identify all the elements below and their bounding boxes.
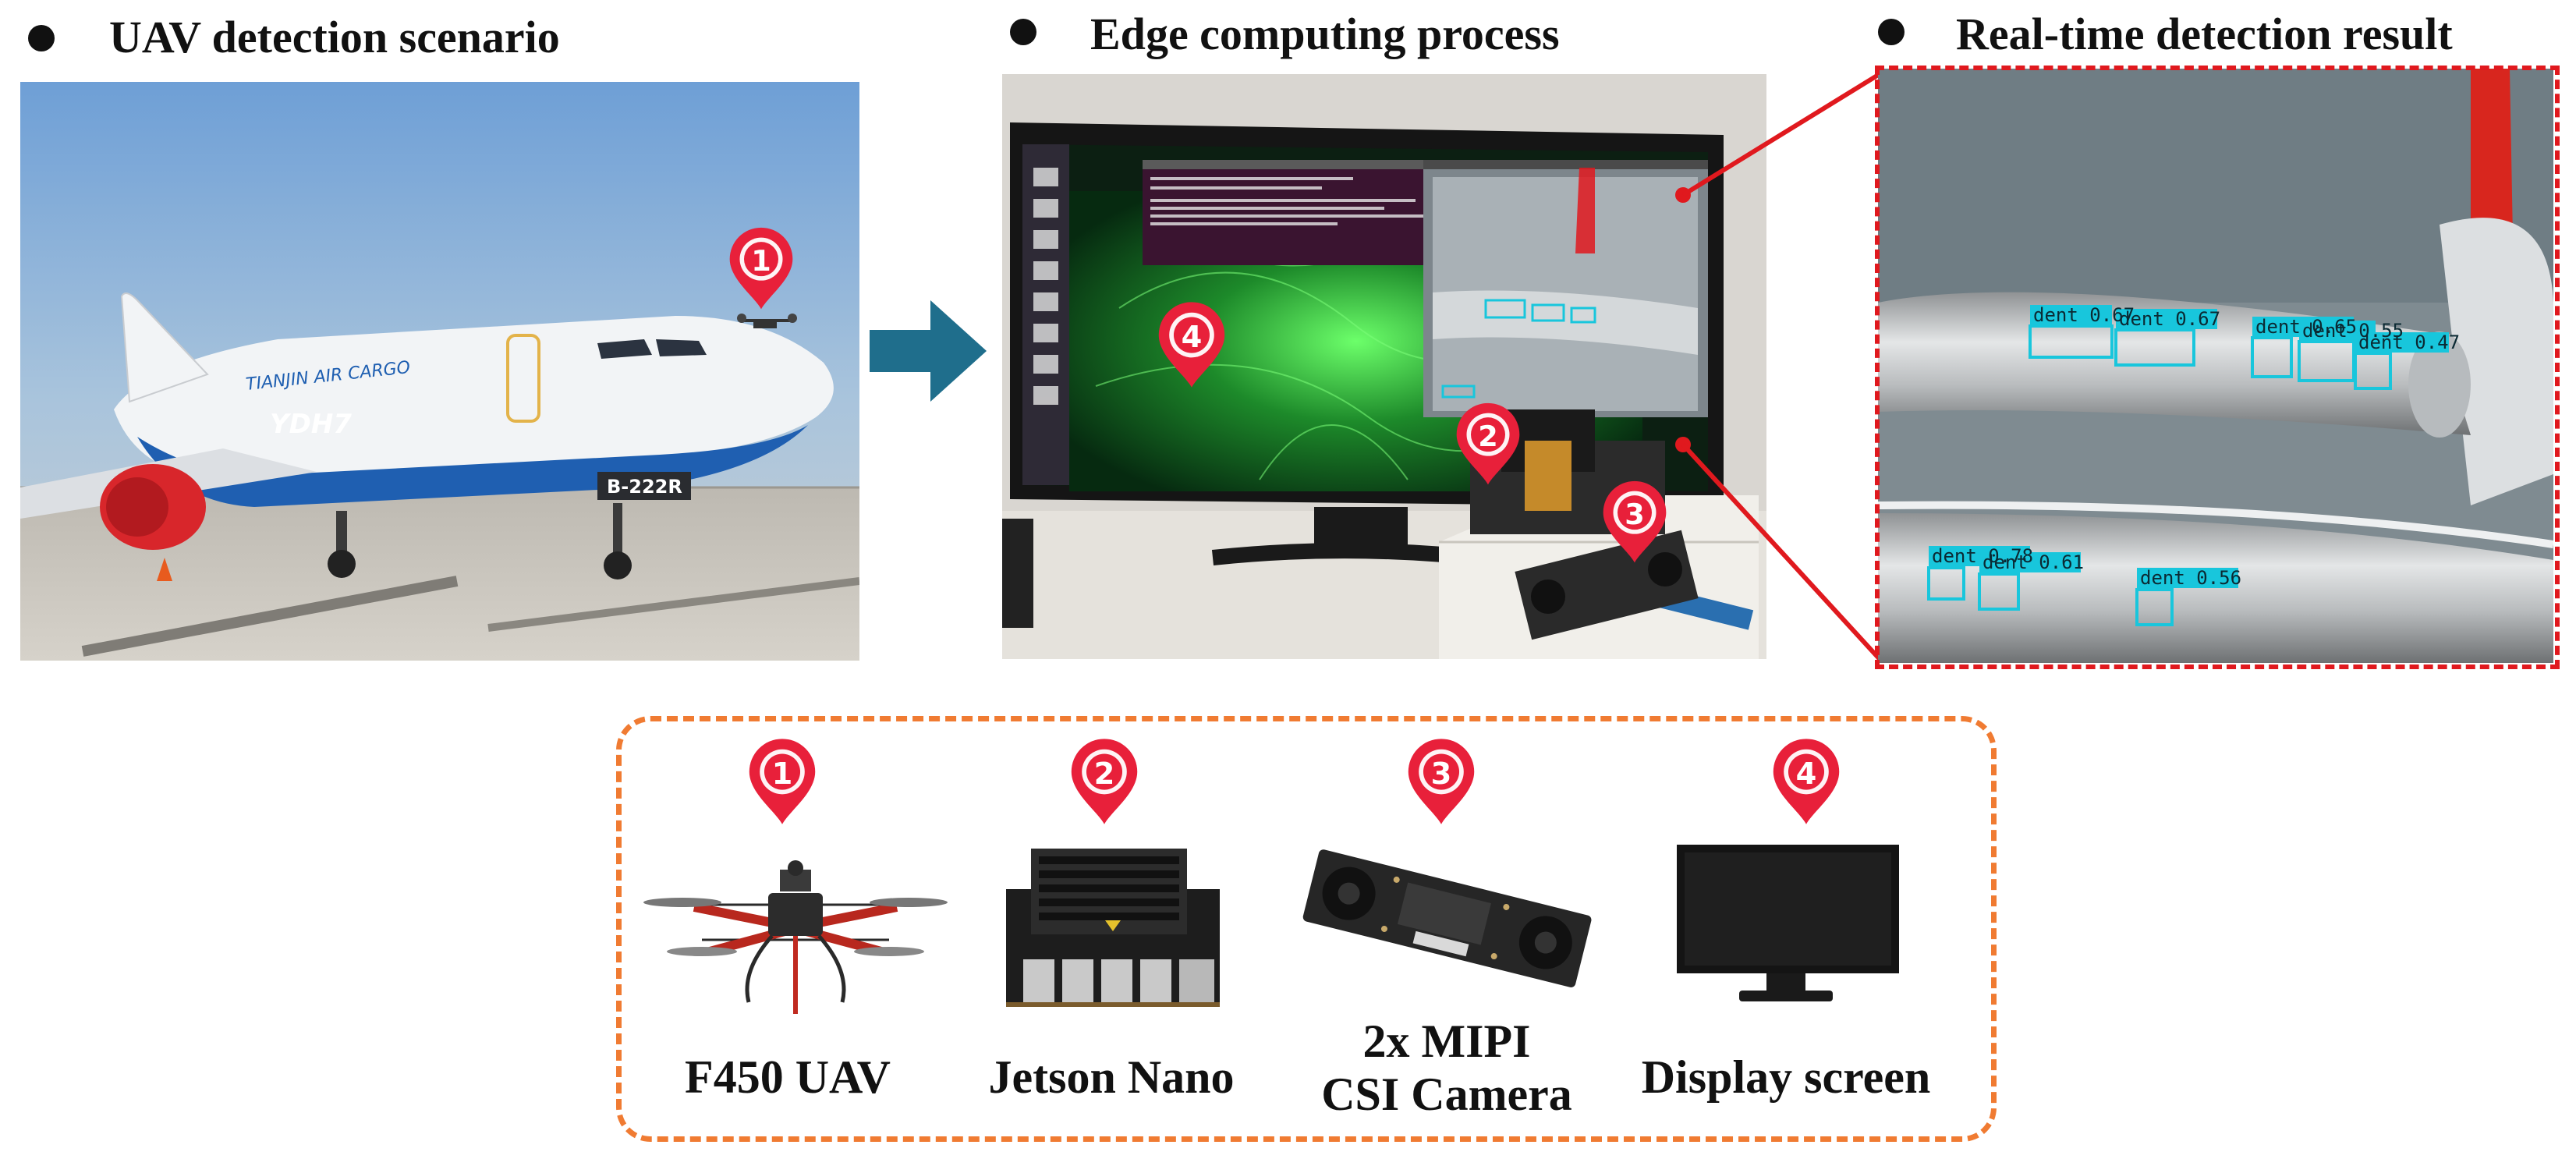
panel-heading-result: Real-time detection result bbox=[1956, 9, 2453, 59]
location-pin-icon: 1 bbox=[745, 737, 820, 828]
edge-computing-photo bbox=[1002, 74, 1766, 659]
uav-scenario-photo: YDH7 TIANJIN AIR CARGO B-222R bbox=[20, 82, 859, 661]
location-pin-icon: 1 bbox=[725, 226, 797, 312]
component-label-camera-line2: CSI Camera bbox=[1321, 1068, 1572, 1120]
display-screen-icon bbox=[1677, 845, 1899, 1001]
uav-icon bbox=[643, 860, 948, 1014]
zoom-frame bbox=[1875, 66, 2560, 669]
zoom-connector-lines bbox=[1675, 72, 1882, 661]
detection-label: dent 0.67 bbox=[2033, 304, 2135, 326]
panel-heading-edge: Edge computing process bbox=[1090, 9, 1560, 59]
location-pin-icon: 3 bbox=[1404, 737, 1479, 828]
svg-text:4: 4 bbox=[1182, 320, 1203, 355]
registration-plate: B-222R bbox=[607, 476, 682, 498]
heading-bullet-scenario bbox=[28, 25, 55, 51]
svg-text:3: 3 bbox=[1431, 757, 1452, 792]
panel-heading-scenario: UAV detection scenario bbox=[109, 12, 560, 62]
svg-text:1: 1 bbox=[751, 244, 771, 278]
svg-text:1: 1 bbox=[772, 757, 793, 792]
detection-label: dent 0.55 bbox=[2302, 320, 2404, 342]
location-pin-icon: 4 bbox=[1154, 300, 1229, 391]
component-legend bbox=[616, 716, 1997, 1142]
heading-bullet-edge bbox=[1010, 19, 1036, 45]
detection-label: dent 0.56 bbox=[2140, 567, 2241, 589]
detection-result-image: dent 0.67 dent 0.67 dent 0.65 dent 0.55 … bbox=[1878, 69, 2553, 663]
csi-camera-icon bbox=[1302, 849, 1592, 987]
detection-label: dent 0.47 bbox=[2358, 331, 2460, 353]
svg-text:4: 4 bbox=[1796, 757, 1817, 792]
detection-label: dent 0.65 bbox=[2255, 316, 2357, 338]
component-label-camera-line1: 2x MIPI bbox=[1362, 1015, 1531, 1067]
location-pin-icon: 2 bbox=[1452, 402, 1524, 487]
svg-text:3: 3 bbox=[1625, 498, 1645, 531]
livery-logo: YDH7 bbox=[270, 409, 352, 440]
heading-bullet-result bbox=[1878, 19, 1905, 45]
detection-label: dent 0.61 bbox=[1982, 551, 2084, 573]
svg-text:2: 2 bbox=[1478, 420, 1498, 453]
detection-label: dent 0.78 bbox=[1932, 545, 2033, 567]
svg-text:2: 2 bbox=[1094, 757, 1115, 792]
component-label-uav: F450 UAV bbox=[685, 1051, 891, 1103]
detection-label: dent 0.67 bbox=[2119, 308, 2220, 330]
location-pin-icon: 2 bbox=[1067, 737, 1142, 828]
location-pin-icon: 4 bbox=[1769, 737, 1844, 828]
component-label-display: Display screen bbox=[1641, 1051, 1931, 1103]
jetson-nano-icon bbox=[1006, 849, 1220, 1007]
flying-drone-icon bbox=[737, 314, 797, 328]
component-label-camera: 2x MIPI CSI Camera bbox=[1295, 1015, 1599, 1122]
component-label-jetson: Jetson Nano bbox=[988, 1051, 1235, 1103]
arrow-right-icon bbox=[870, 300, 987, 402]
location-pin-icon: 3 bbox=[1599, 480, 1671, 565]
